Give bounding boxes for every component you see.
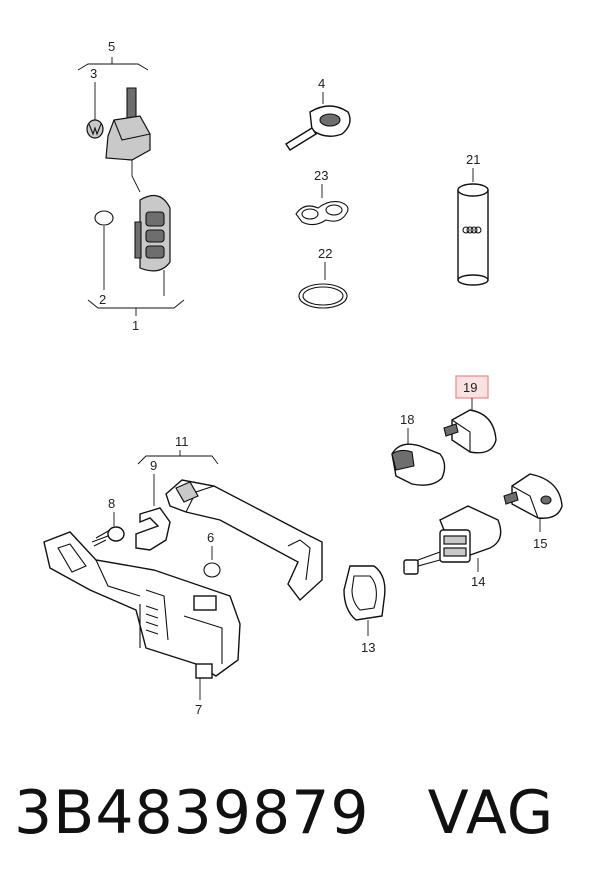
- callout-22: 22: [318, 246, 332, 261]
- callout-19: 19: [463, 380, 477, 395]
- lock-cylinder-group: 14: [403, 505, 502, 589]
- callout-5: 5: [108, 39, 115, 54]
- key-blank-group: 4: [285, 76, 351, 151]
- callout-9: 9: [150, 458, 157, 473]
- callout-2: 2: [99, 292, 106, 307]
- callout-18: 18: [400, 412, 414, 427]
- callout-4: 4: [318, 76, 325, 91]
- callout-6: 6: [207, 530, 214, 545]
- handle-carrier-group: 7: [43, 531, 241, 717]
- o-ring-part: [94, 210, 114, 226]
- cover-cap-group: 19: [443, 375, 497, 454]
- seal-group: 13: [343, 565, 386, 655]
- callout-21: 21: [466, 152, 480, 167]
- callout-3: 3: [90, 66, 97, 81]
- callout-14: 14: [471, 574, 485, 589]
- audi-rings-mark: [462, 226, 482, 234]
- callout-23: 23: [314, 168, 328, 183]
- brand-name: VAG: [427, 778, 555, 848]
- callout-13: 13: [361, 640, 375, 655]
- callout-15: 15: [533, 536, 547, 551]
- trim-group: 15: [503, 473, 563, 551]
- part-caption: 3B4839879 VAG: [14, 778, 594, 868]
- clip-group: 9: [135, 458, 171, 551]
- screw-group: 8: [91, 496, 125, 547]
- callout-1: 1: [132, 318, 139, 333]
- callout-7: 7: [195, 702, 202, 717]
- parts-diagram: 5 3 2 1 4: [43, 39, 563, 717]
- handle-o-ring-group: 6: [203, 530, 221, 578]
- part-number: 3B4839879: [14, 778, 370, 848]
- key-remote-group: 5 3 2 1: [77, 39, 185, 333]
- ring-group: 22: [298, 246, 348, 309]
- gasket-group: 23: [295, 168, 349, 226]
- callout-11: 11: [175, 434, 189, 449]
- vw-emblem-part: [86, 119, 104, 139]
- key-blade-part: [105, 87, 151, 161]
- door-handle-group: 11: [137, 434, 323, 602]
- grease-can-group: 21: [457, 152, 489, 286]
- lock-cap-group: 18: [391, 412, 446, 486]
- callout-8: 8: [108, 496, 115, 511]
- remote-housing-part: [134, 194, 171, 272]
